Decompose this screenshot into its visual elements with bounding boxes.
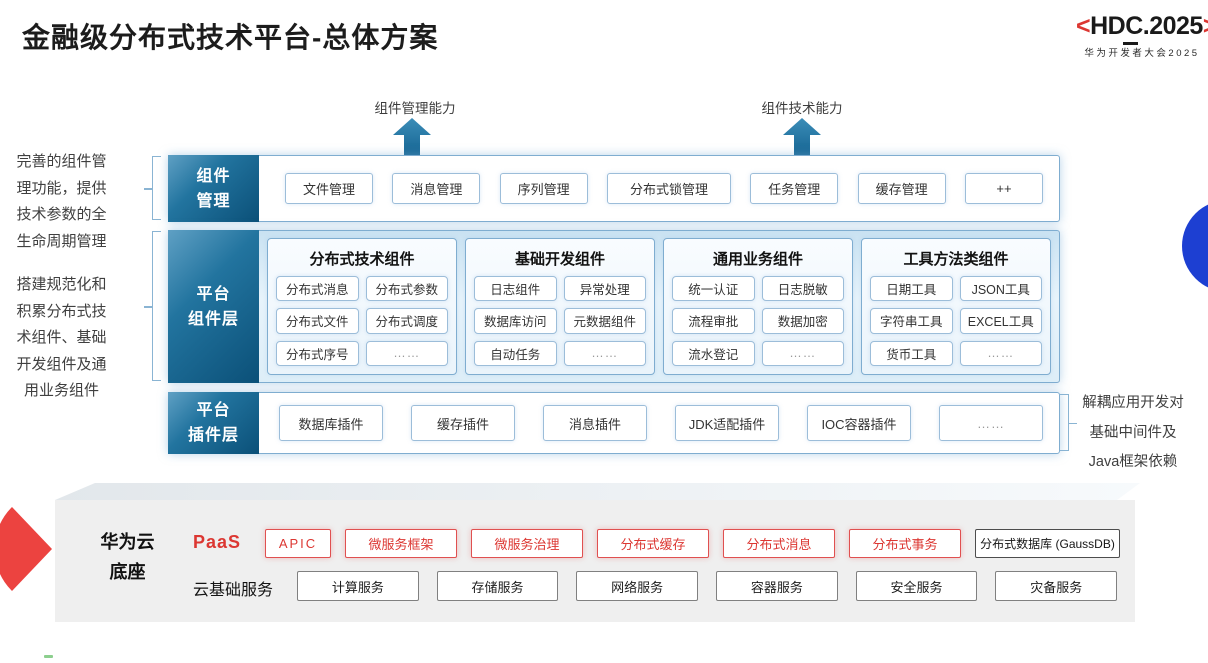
component-cell-more: …… (365, 340, 448, 366)
bracket-row2 (144, 231, 161, 381)
logo-right-angle: > (1203, 12, 1208, 40)
cloud-service-box: 容器服务 (716, 571, 838, 601)
component-cell: 数据库访问 (474, 308, 557, 334)
plugin-box: 缓存插件 (411, 405, 515, 441)
logo-name: HDC.2025 (1090, 12, 1203, 40)
hdc-2025-logo: <HDC.2025> 华为开发者大会2025 (1076, 12, 1208, 59)
component-cell: 分布式文件 (276, 308, 359, 334)
component-cell: 自动任务 (474, 340, 557, 366)
component-groups: 分布式技术组件 分布式消息 分布式参数 分布式文件 分布式调度 分布式序号 ……… (267, 238, 1051, 375)
layer-component-management: 组件 管理 文件管理 消息管理 序列管理 分布式锁管理 任务管理 缓存管理 ++ (168, 155, 1060, 222)
group-tool-methods: 工具方法类组件 日期工具 JSON工具 字符串工具 EXCEL工具 货币工具 …… (861, 238, 1051, 375)
foundation-top-face (55, 483, 1140, 500)
component-box: 序列管理 (499, 173, 588, 204)
layer-label-platform-components: 平台 组件层 (168, 230, 259, 383)
page-title: 金融级分布式技术平台-总体方案 (22, 22, 439, 53)
plugin-box: 数据库插件 (279, 405, 383, 441)
component-cell: 货币工具 (870, 340, 953, 366)
component-cell: 流水登记 (672, 340, 755, 366)
bracket-row3 (1060, 394, 1077, 451)
plugin-items: 数据库插件 缓存插件 消息插件 JDK适配插件 IOC容器插件 …… (261, 393, 1043, 453)
up-arrow-icon (783, 118, 821, 158)
component-cell: 分布式调度 (365, 308, 448, 334)
paas-box-gaussdb: 分布式数据库 (GaussDB) (975, 529, 1120, 558)
group-distributed-tech: 分布式技术组件 分布式消息 分布式参数 分布式文件 分布式调度 分布式序号 …… (267, 238, 457, 375)
component-cell: 数据加密 (761, 308, 844, 334)
paas-services: APIC 微服务框架 微服务治理 分布式缓存 分布式消息 分布式事务 分布式数据… (265, 529, 1120, 558)
component-cell: 分布式消息 (276, 276, 359, 302)
component-cell: 分布式参数 (365, 276, 448, 302)
component-box: 消息管理 (392, 173, 481, 204)
cloud-service-box: 计算服务 (297, 571, 419, 601)
paas-box: 微服务框架 (345, 529, 457, 558)
layer-label-platform-plugins: 平台 插件层 (168, 392, 259, 454)
foundation-label: 华为云 底座 (100, 532, 155, 582)
group-common-business: 通用业务组件 统一认证 日志脱敏 流程审批 数据加密 流水登记 …… (663, 238, 853, 375)
green-dash-decoration (44, 655, 53, 658)
layer-platform-plugins: 平台 插件层 数据库插件 缓存插件 消息插件 JDK适配插件 IOC容器插件 …… (168, 392, 1060, 454)
plugin-box-more: …… (939, 405, 1043, 441)
cloud-service-box: 网络服务 (576, 571, 699, 601)
component-box: 任务管理 (750, 173, 839, 204)
bracket-row1 (144, 156, 161, 220)
component-box: 文件管理 (285, 173, 373, 204)
component-cell: JSON工具 (959, 276, 1042, 302)
component-cell: 日志脱敏 (761, 276, 844, 302)
note-component-management: 完善的组件管理功能，提供技术参数的全生命周期管理 (16, 153, 107, 250)
management-capability-label: 组件管理能力 (374, 101, 456, 116)
logo-left-angle: < (1076, 12, 1091, 40)
technical-capability-label: 组件技术能力 (761, 101, 843, 116)
layer-label-component-management: 组件 管理 (168, 155, 259, 222)
blue-circle-decoration (1182, 200, 1208, 292)
paas-box: APIC (265, 529, 331, 558)
paas-label: PaaS (193, 532, 242, 552)
note-decoupling: 解耦应用开发对基础中间件及Java框架依赖 (1082, 395, 1184, 470)
plugin-box: 消息插件 (543, 405, 647, 441)
paas-box: 分布式事务 (849, 529, 961, 558)
component-cell: EXCEL工具 (959, 308, 1042, 334)
component-cell: 异常处理 (563, 276, 646, 302)
paas-box: 分布式缓存 (597, 529, 709, 558)
layer-platform-components: 平台 组件层 分布式技术组件 分布式消息 分布式参数 分布式文件 分布式调度 分… (168, 230, 1060, 383)
plugin-box: JDK适配插件 (675, 405, 779, 441)
component-cell: 元数据组件 (563, 308, 646, 334)
component-cell-more: …… (761, 340, 844, 366)
hdc-logo-text: <HDC.2025> (1076, 12, 1208, 45)
logo-subtitle: 华为开发者大会2025 (1084, 48, 1200, 59)
foundation-huawei-cloud: 华为云 底座 PaaS APIC 微服务框架 微服务治理 分布式缓存 分布式消息… (55, 500, 1135, 622)
up-arrow-icon (393, 118, 431, 158)
component-cell-more: …… (563, 340, 646, 366)
component-cell-more: …… (959, 340, 1042, 366)
cloud-services-label: 云基础服务 (193, 582, 274, 599)
component-cell: 分布式序号 (276, 340, 359, 366)
component-cell: 流程审批 (672, 308, 755, 334)
paas-box: 分布式消息 (723, 529, 835, 558)
logo-underline (1123, 42, 1138, 45)
component-box-more: ++ (964, 173, 1043, 204)
cloud-service-box: 灾备服务 (995, 571, 1118, 601)
component-management-items: 文件管理 消息管理 序列管理 分布式锁管理 任务管理 缓存管理 ++ (261, 156, 1043, 221)
component-cell: 日志组件 (474, 276, 557, 302)
component-cell: 日期工具 (870, 276, 953, 302)
note-platform-components: 搭建规范化和积累分布式技术组件、基础开发组件及通用业务组件 (16, 276, 107, 399)
cloud-services: 计算服务 存储服务 网络服务 容器服务 安全服务 灾备服务 (297, 571, 1118, 601)
group-basic-dev: 基础开发组件 日志组件 异常处理 数据库访问 元数据组件 自动任务 …… (465, 238, 655, 375)
paas-box: 微服务治理 (471, 529, 583, 558)
red-wedge-icon (0, 507, 52, 591)
component-cell: 统一认证 (672, 276, 755, 302)
component-cell: 字符串工具 (870, 308, 953, 334)
plugin-box: IOC容器插件 (807, 405, 911, 441)
component-box: 分布式锁管理 (606, 173, 731, 204)
cloud-service-box: 安全服务 (855, 571, 978, 601)
cloud-service-box: 存储服务 (436, 571, 559, 601)
component-box: 缓存管理 (857, 173, 946, 204)
